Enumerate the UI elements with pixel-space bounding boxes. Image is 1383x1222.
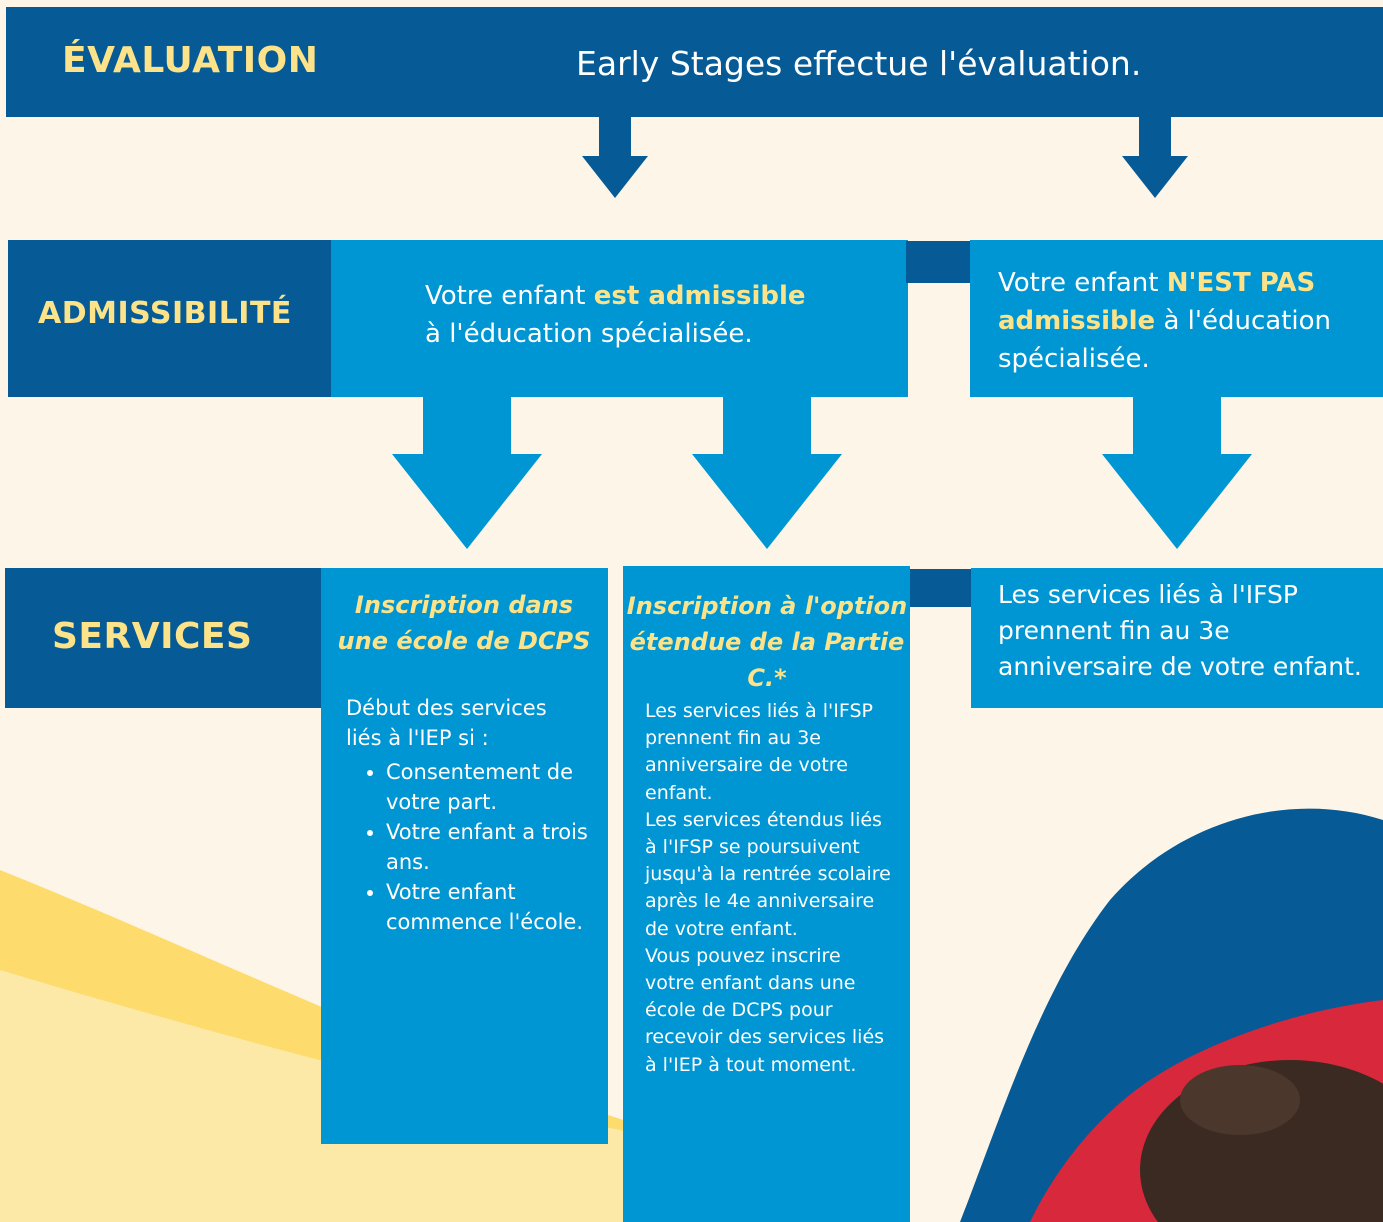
- dcps-column: [321, 568, 608, 1144]
- not-eligible-suffix: à l'éducation spécialisée.: [998, 306, 1332, 374]
- arrow-down-icon: [1122, 116, 1188, 198]
- arrow-down-icon: [692, 396, 842, 549]
- not-eligible-prefix: Votre enfant: [998, 268, 1167, 298]
- ifsp-end-box: [971, 568, 1383, 708]
- extended-column: [623, 566, 910, 1222]
- services-label-box: [5, 568, 335, 708]
- dcps-bullet-list: Consentement de votre part. Votre enfant…: [346, 757, 601, 937]
- arrow-down-icon: [392, 396, 542, 549]
- list-item: Votre enfant a trois ans.: [386, 817, 601, 877]
- eligible-highlight: est admissible: [593, 281, 806, 311]
- extended-paragraph: Vous pouvez inscrire votre enfant dans u…: [645, 944, 885, 1076]
- evaluation-band: [6, 7, 1383, 117]
- extended-title: Inscription à l'option étendue de la Par…: [626, 592, 908, 692]
- admissibility-label: ADMISSIBILITÉ: [38, 296, 292, 331]
- eligible-suffix: à l'éducation spécialisée.: [425, 319, 753, 349]
- not-eligible-text: Votre enfant N'EST PAS admissible à l'éd…: [998, 264, 1368, 378]
- ifsp-end-text: Les services liés à l'IFSP prennent fin …: [998, 580, 1362, 681]
- dcps-title: Inscription dans une école de DCPS: [337, 591, 591, 655]
- dcps-intro: Début des services liés à l'IEP si :: [346, 696, 547, 750]
- eligible-prefix: Votre enfant: [425, 281, 594, 311]
- extended-paragraph: Les services liés à l'IFSP prennent fin …: [645, 700, 873, 804]
- eligible-text: Votre enfant est admissible à l'éducatio…: [425, 277, 885, 353]
- connector-bar: [906, 241, 972, 283]
- eligible-box: [331, 240, 908, 397]
- arrow-down-icon: [582, 116, 648, 198]
- list-item: Consentement de votre part.: [386, 757, 601, 817]
- extended-paragraph: Les services étendus liés à l'IFSP se po…: [645, 808, 891, 940]
- evaluation-text: Early Stages effectue l'évaluation.: [576, 44, 1142, 83]
- connector-bar: [905, 569, 975, 607]
- evaluation-label: ÉVALUATION: [62, 40, 319, 81]
- arrow-down-icon: [1102, 396, 1252, 549]
- not-eligible-box: [970, 240, 1383, 397]
- list-item: Votre enfant commence l'école.: [386, 877, 601, 937]
- not-eligible-highlight: N'EST PAS admissible: [998, 268, 1316, 336]
- admissibility-label-box: [8, 240, 333, 397]
- extended-text: Les services liés à l'IFSP prennent fin …: [645, 698, 893, 1079]
- services-label: SERVICES: [52, 616, 253, 657]
